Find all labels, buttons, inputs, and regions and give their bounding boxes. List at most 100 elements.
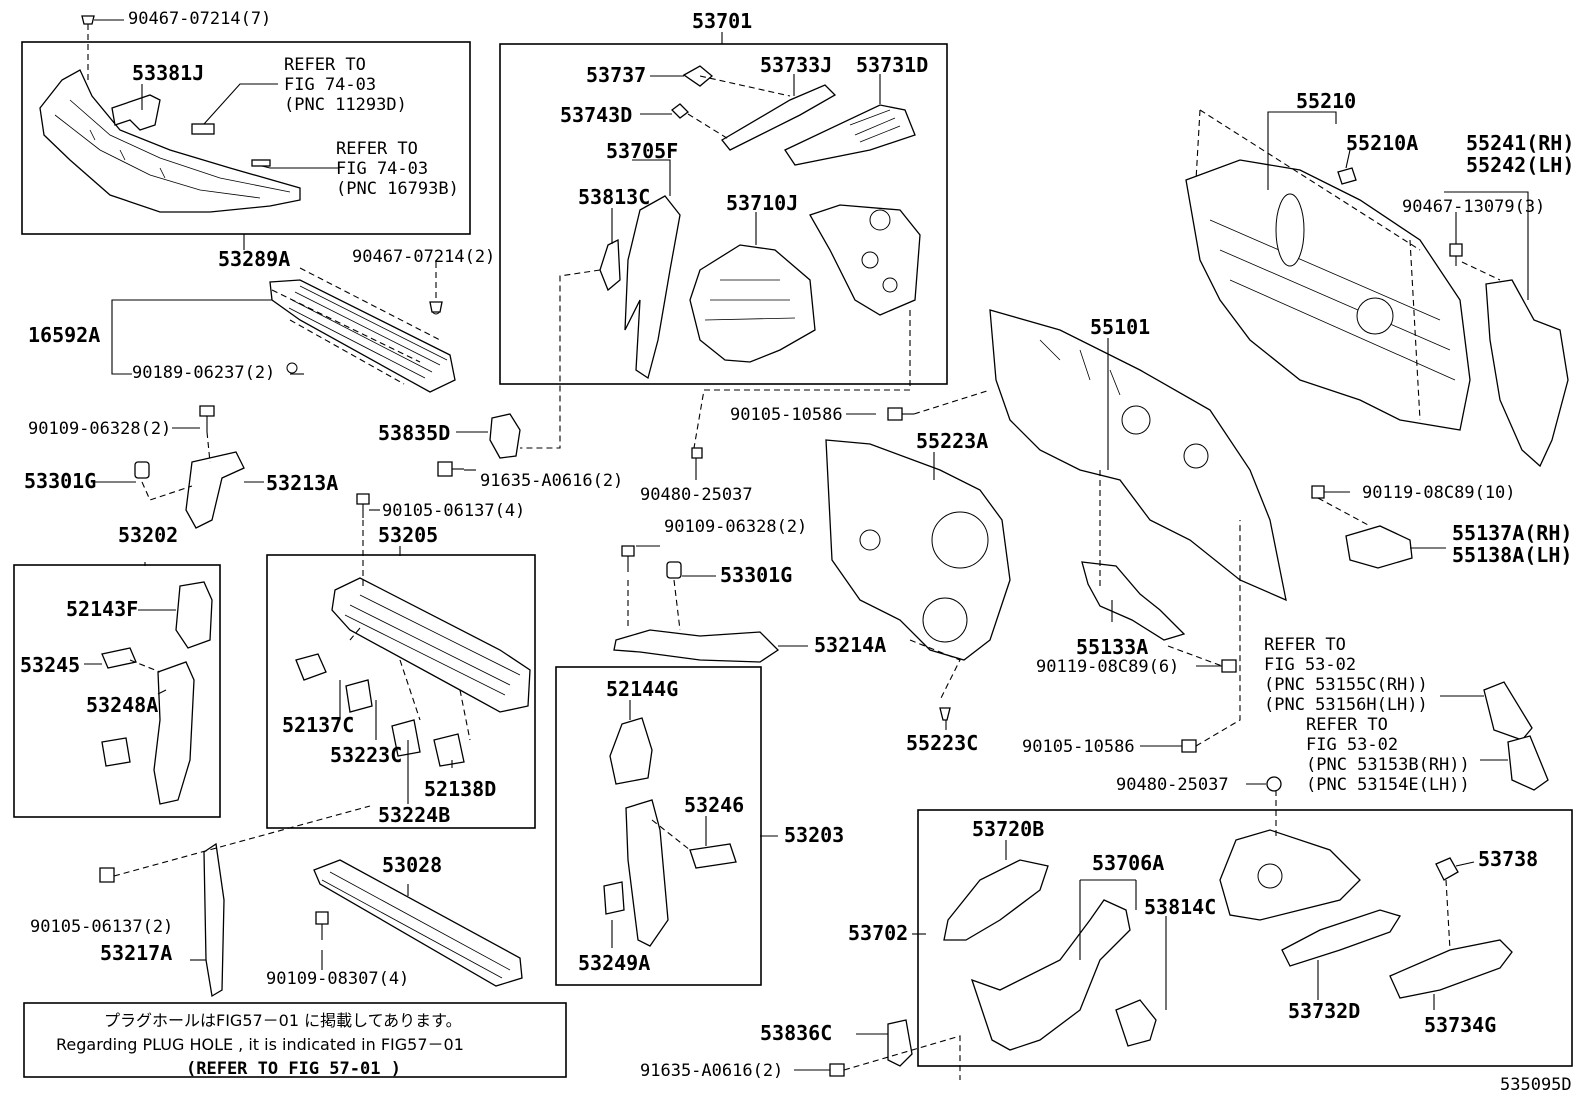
label-53743D: 53743D (560, 103, 632, 127)
dash-panel-55101-sketch (989, 309, 1287, 602)
refer-part-b-sketch (1507, 735, 1549, 791)
label-90467-07214-7: 90467-07214(7) (128, 9, 271, 29)
cowl-top-panel-sketch (39, 69, 301, 213)
refer-3-line-1: REFER TO (1264, 635, 1346, 655)
label-90109-06328-b: 90109-06328(2) (664, 517, 807, 537)
group-box-53203 (555, 666, 762, 986)
label-55223A: 55223A (916, 429, 988, 453)
label-53213A: 53213A (266, 471, 338, 495)
group-box-53701 (499, 43, 948, 385)
label-52138D: 52138D (424, 777, 496, 801)
note-line-english: Regarding PLUG HOLE , it is indicated in… (56, 1035, 464, 1054)
label-90105-10586-b: 90105-10586 (1022, 737, 1135, 757)
label-53202: 53202 (118, 523, 178, 547)
label-53710J: 53710J (726, 191, 798, 215)
label-53301G-a: 53301G (24, 469, 96, 493)
label-53720B: 53720B (972, 817, 1044, 841)
bracket-53835D-sketch (489, 413, 521, 459)
label-53734G: 53734G (1424, 1013, 1496, 1037)
label-53223C: 53223C (330, 743, 402, 767)
label-91635-b: 91635-A0616(2) (640, 1061, 783, 1081)
apron-upper-sketch (599, 65, 921, 380)
label-90105-06137-2: 90105-06137(2) (30, 917, 173, 937)
label-90480-b: 90480-25037 (1116, 775, 1229, 795)
label-90119-08C89-10: 90119-08C89(10) (1362, 483, 1516, 503)
part-55133A-sketch (1081, 561, 1186, 641)
group-53205-parts (295, 577, 531, 767)
label-53813C: 53813C (578, 185, 650, 209)
label-53245: 53245 (20, 653, 80, 677)
label-55138A: 55138A(LH) (1452, 543, 1572, 567)
label-53738: 53738 (1478, 847, 1538, 871)
label-53224B: 53224B (378, 803, 450, 827)
refer-1-line-3: (PNC 11293D) (284, 95, 407, 115)
label-52137C: 52137C (282, 713, 354, 737)
label-53814C: 53814C (1144, 895, 1216, 919)
part-55137A-sketch (1345, 525, 1413, 569)
label-55242: 55242(LH) (1466, 153, 1574, 177)
label-55210: 55210 (1296, 89, 1356, 113)
pillar-53217A-sketch (203, 842, 225, 998)
label-90189-06237: 90189-06237(2) (132, 363, 275, 383)
note-line-refer: (REFER TO FIG 57-01 ) (186, 1059, 401, 1079)
part-55241-sketch (1485, 279, 1569, 468)
label-90105-06137-4: 90105-06137(4) (382, 501, 525, 521)
insulator-55223A-sketch (825, 439, 1011, 661)
refer-4-line-2: FIG 53-02 (1306, 735, 1398, 755)
refer-4-line-3: (PNC 53153B(RH)) (1306, 755, 1470, 775)
label-53381J: 53381J (132, 61, 204, 85)
label-53301G-b: 53301G (720, 563, 792, 587)
label-90109-06328-a: 90109-06328(2) (28, 419, 171, 439)
leader-lines (84, 19, 1529, 1080)
diagram-id: 535095D (1500, 1075, 1572, 1095)
label-53248A: 53248A (86, 693, 158, 717)
label-55241: 55241(RH) (1466, 131, 1574, 155)
group-53702-parts (943, 829, 1513, 1051)
label-53731D: 53731D (856, 53, 928, 77)
note-box (23, 1002, 567, 1078)
label-52144G: 52144G (606, 677, 678, 701)
label-53203: 53203 (784, 823, 844, 847)
label-90105-10586-a: 90105-10586 (730, 405, 843, 425)
label-53702: 53702 (848, 921, 908, 945)
label-55223C: 55223C (906, 731, 978, 755)
label-52143F: 52143F (66, 597, 138, 621)
label-53249A: 53249A (578, 951, 650, 975)
label-53217A: 53217A (100, 941, 172, 965)
label-55137A: 55137A(RH) (1452, 521, 1572, 545)
label-53733J: 53733J (760, 53, 832, 77)
refer-3-line-2: FIG 53-02 (1264, 655, 1356, 675)
crossmember-53028-sketch (313, 859, 523, 987)
label-90480-a: 90480-25037 (640, 485, 753, 505)
refer-1-line-2: FIG 74-03 (284, 75, 376, 95)
label-53289A: 53289A (218, 247, 290, 271)
label-53732D: 53732D (1288, 999, 1360, 1023)
label-55133A: 55133A (1076, 635, 1148, 659)
refer-4-line-1: REFER TO (1306, 715, 1388, 735)
label-53205: 53205 (378, 523, 438, 547)
label-16592A: 16592A (28, 323, 100, 347)
label-53028: 53028 (382, 853, 442, 877)
group-box-53205 (266, 554, 536, 829)
cowl-grille-sketch (269, 279, 456, 393)
label-91635-a: 91635-A0616(2) (480, 471, 623, 491)
member-53214A-sketch (613, 629, 780, 663)
label-53705F: 53705F (606, 139, 678, 163)
note-line-japanese: プラグホールはFIG57－01 に掲載してあります。 (104, 1011, 462, 1030)
group-box-53202 (13, 564, 221, 818)
refer-part-a-sketch (1483, 681, 1533, 741)
group-box-53702 (917, 809, 1573, 1067)
label-53836C: 53836C (760, 1021, 832, 1045)
bracket-53836C-sketch (887, 1019, 913, 1067)
refer-3-line-3: (PNC 53155C(RH)) (1264, 675, 1428, 695)
label-53835D: 53835D (378, 421, 450, 445)
refer-4-line-4: (PNC 53154E(LH)) (1306, 775, 1470, 795)
label-90109-08307: 90109-08307(4) (266, 969, 409, 989)
refer-2-line-3: (PNC 16793B) (336, 179, 459, 199)
label-53737: 53737 (586, 63, 646, 87)
label-53706A: 53706A (1092, 851, 1164, 875)
label-90119-08C89-6: 90119-08C89(6) (1036, 657, 1179, 677)
label-55210A: 55210A (1346, 131, 1418, 155)
silencer-55210-sketch (1185, 159, 1471, 431)
